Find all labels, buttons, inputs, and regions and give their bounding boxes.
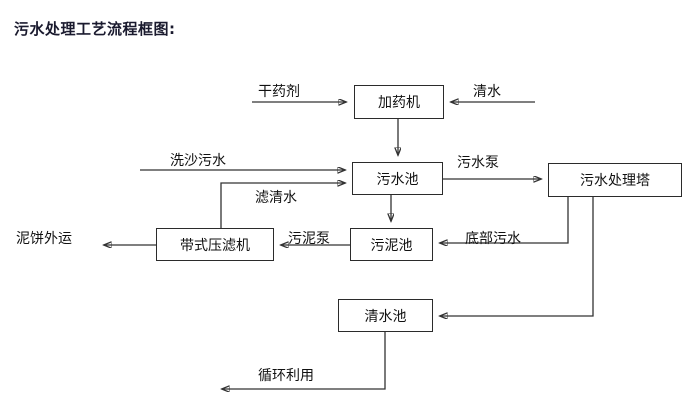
edge-label-sewage-pump: 污水泵 (457, 155, 499, 171)
wire-recycle-reuse (222, 332, 386, 389)
node-sewage-pool[interactable]: 污水池 (352, 162, 443, 195)
node-label: 加药机 (378, 95, 420, 111)
node-belt-filter-press[interactable]: 带式压滤机 (156, 228, 274, 261)
page-title: 污水处理工艺流程框图: (14, 20, 176, 38)
edge-label-clean-water: 清水 (473, 84, 501, 100)
edge-label-sludge-pump: 污泥泵 (288, 231, 330, 247)
edge-label-filtered-water: 滤清水 (255, 190, 297, 206)
node-label: 污水池 (376, 171, 419, 188)
node-treatment-tower[interactable]: 污水处理塔 (548, 163, 682, 197)
edge-label-sand-wash-sewage: 洗沙污水 (170, 153, 226, 169)
edge-label-mud-cake-out: 泥饼外运 (16, 231, 72, 247)
wire-bottom-sewage (440, 197, 569, 243)
node-label: 带式压滤机 (180, 237, 250, 254)
node-label: 清水池 (364, 308, 407, 325)
wire-filtered-water (220, 183, 345, 228)
node-label: 污水处理塔 (580, 173, 650, 189)
wire-tower-to-clear-pool (440, 197, 594, 316)
node-label: 污泥池 (370, 237, 413, 254)
node-dosing-machine[interactable]: 加药机 (354, 85, 444, 119)
edge-label-bottom-sewage: 底部污水 (465, 231, 521, 247)
node-clear-water-pool[interactable]: 清水池 (338, 299, 433, 332)
edge-label-recycle-reuse: 循环利用 (258, 368, 314, 384)
edge-label-dry-reagent: 干药剂 (258, 84, 300, 100)
node-sludge-pool[interactable]: 污泥池 (350, 228, 433, 261)
